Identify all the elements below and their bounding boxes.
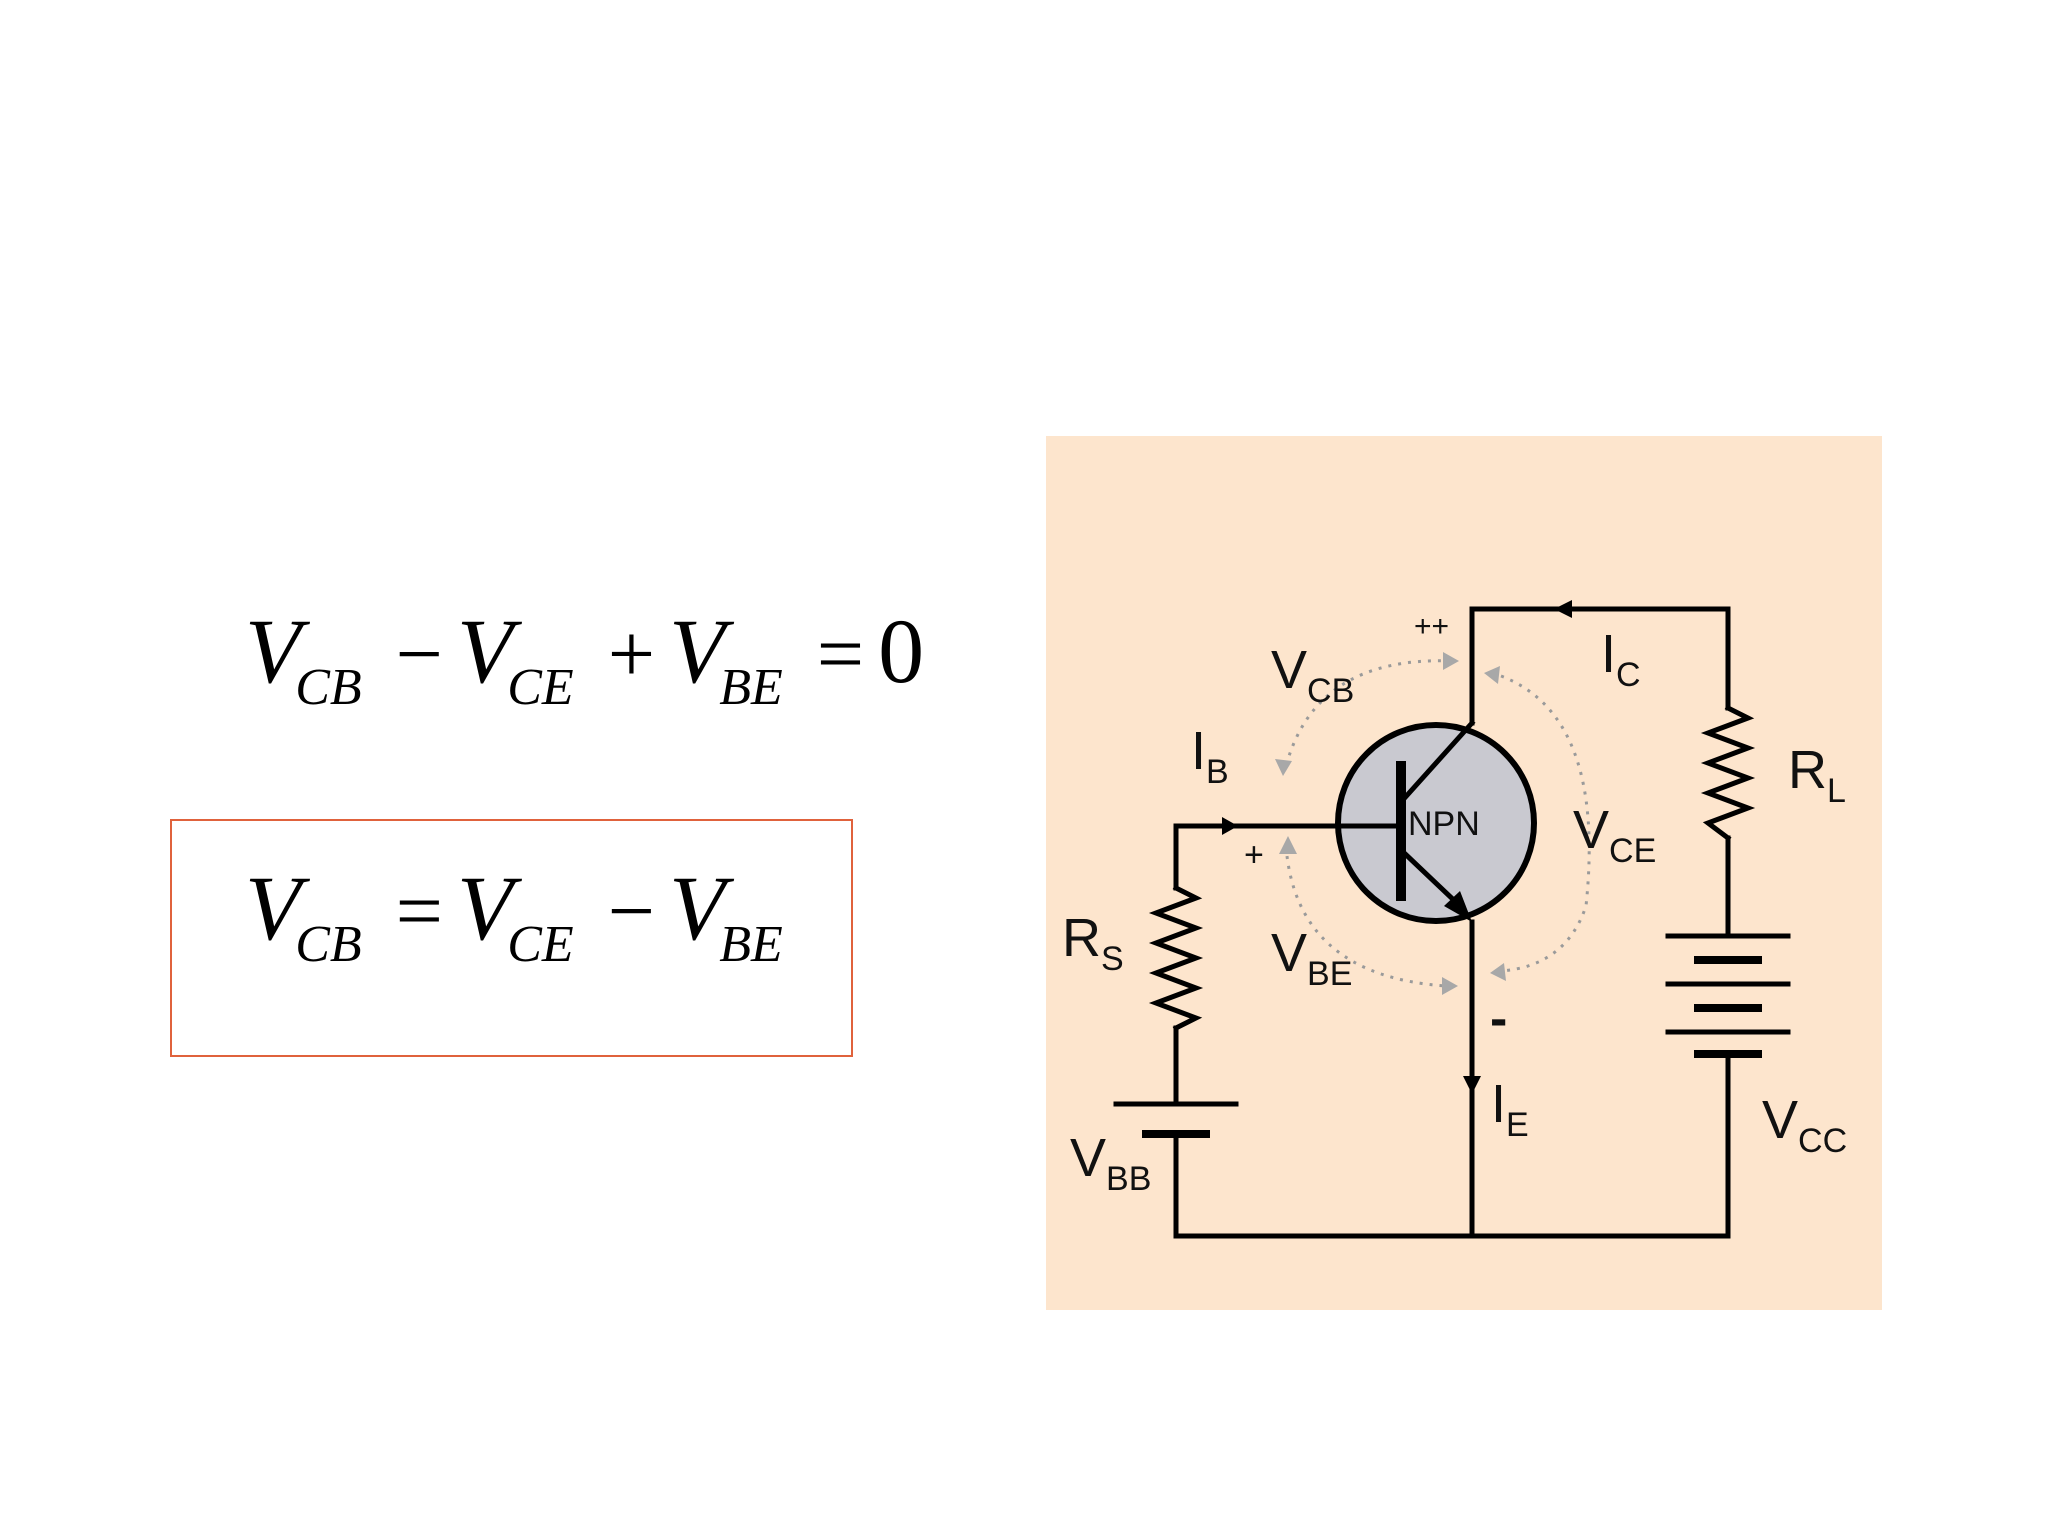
eq-operator: + (607, 608, 656, 701)
vce-loop (1500, 674, 1591, 973)
result-equation: VCB=VCE−VBE (245, 862, 783, 971)
eq-term: V (457, 600, 514, 702)
vcb-label: VCB (1271, 640, 1354, 710)
vcc-label: VCC (1762, 1090, 1847, 1160)
ie-arrow-icon (1463, 1076, 1481, 1094)
eq-operator: = (395, 865, 444, 958)
vcb-arrow-icon (1443, 652, 1459, 670)
circuit-svg: NPN VCB VCE VBE IB IC IE RS RL VBB VCC +… (1062, 600, 1847, 1239)
rs-label: RS (1062, 908, 1124, 978)
eq-subscript: CE (507, 916, 574, 973)
ib-arrow-icon (1222, 817, 1238, 835)
result-box (170, 819, 853, 1057)
circuit-diagram: NPN VCB VCE VBE IB IC IE RS RL VBB VCC +… (1046, 436, 1882, 1310)
ic-arrow-icon (1554, 600, 1572, 618)
eq-operator: − (607, 865, 656, 958)
collector-polarity: ++ (1414, 610, 1449, 643)
vce-bottom-arrow-icon (1490, 963, 1506, 981)
eq-term: V (245, 857, 302, 959)
collector-wire (1469, 606, 1731, 726)
eq-operator: − (395, 608, 444, 701)
vbe-loop (1284, 845, 1447, 988)
vce-label: VCE (1573, 800, 1656, 870)
base-polarity: + (1244, 836, 1264, 874)
vce-top-arrow-icon (1484, 666, 1500, 684)
vcb-base-arrow-icon (1275, 759, 1292, 776)
npn-transistor (1335, 719, 1537, 924)
eq-term: V (457, 857, 514, 959)
vbb-label: VBB (1070, 1128, 1151, 1198)
ic-label: IC (1601, 624, 1641, 694)
eq-subscript: BE (719, 916, 783, 973)
base-input-wire (1173, 823, 1343, 891)
rl-label: RL (1788, 740, 1846, 810)
vbe-base-arrow-icon (1279, 836, 1297, 854)
eq-operator: = (816, 608, 865, 701)
eq-term: V (669, 857, 726, 959)
ie-label: IE (1491, 1074, 1529, 1144)
ib-label: IB (1191, 721, 1229, 791)
transistor-label: NPN (1408, 805, 1480, 843)
eq-subscript: BE (719, 659, 783, 716)
eq-rhs: 0 (878, 600, 925, 702)
battery-vcc (1665, 933, 1791, 1058)
eq-term: V (245, 600, 302, 702)
battery-vbb (1113, 1101, 1239, 1138)
vcb-loop (1284, 659, 1452, 767)
emitter-polarity: - (1490, 990, 1507, 1048)
resistor-rl (1700, 704, 1756, 842)
eq-subscript: CB (295, 659, 362, 716)
eq-subscript: CE (507, 659, 574, 716)
vbe-label: VBE (1271, 923, 1352, 993)
eq-term: V (669, 600, 726, 702)
eq-subscript: CB (295, 916, 362, 973)
vbe-arrow-icon (1442, 977, 1458, 995)
resistor-rs (1148, 884, 1204, 1032)
kvl-equation: VCB−VCE+VBE=0 (245, 605, 924, 714)
